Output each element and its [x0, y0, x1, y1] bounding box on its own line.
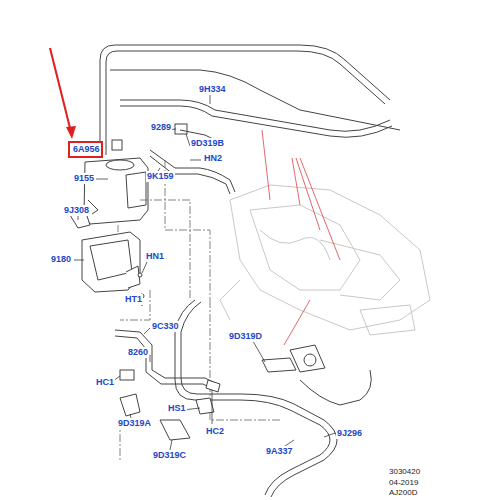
reference-text: 04-2019: [388, 477, 419, 488]
callout-number: HC2: [205, 426, 225, 437]
callout-number: 9H334: [198, 84, 227, 95]
reference-text: 3030420: [388, 466, 421, 477]
callout-number: HN2: [203, 153, 223, 164]
highlight-box: 6A956: [68, 141, 103, 158]
callout-number: 9155: [73, 173, 95, 184]
callout-number: 9D319D: [228, 331, 263, 342]
callout-number: 8260: [127, 347, 149, 358]
callout-number: 9D319C: [152, 450, 187, 461]
callout-number: 9A337: [265, 446, 294, 457]
callout-number: 9180: [50, 254, 72, 265]
callout-number: HC1: [95, 377, 115, 388]
callout-number: 6A956: [73, 144, 101, 155]
callout-number: HN1: [145, 251, 165, 262]
callout-number: 9D319A: [117, 418, 152, 429]
callout-number: 9K159: [146, 171, 175, 182]
reference-text: AJ200D: [388, 487, 418, 498]
callout-number: 9J308: [63, 205, 90, 216]
callout-number: 9289: [150, 122, 172, 133]
callout-number: 9C330: [151, 321, 180, 332]
callout-number: HT1: [124, 294, 143, 305]
callout-number: 9J296: [336, 428, 363, 439]
callout-number: 9D319B: [190, 138, 225, 149]
callout-number: HS1: [167, 403, 187, 414]
